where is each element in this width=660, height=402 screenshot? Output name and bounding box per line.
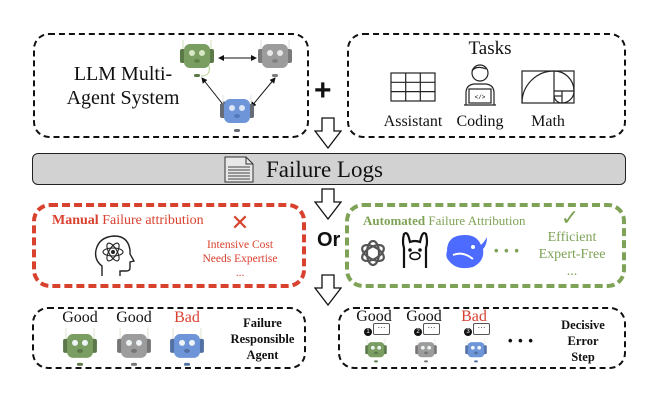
golden-spiral-icon xyxy=(521,70,575,104)
robot-icon xyxy=(462,337,490,364)
agent-verdict-label: Bad xyxy=(174,309,200,326)
message-bubble-icon: ··· xyxy=(473,323,490,335)
manual-cross-mark: ✕ xyxy=(230,210,250,235)
arrow-green-blue xyxy=(201,77,226,108)
agent-verdict-label: Good xyxy=(62,309,98,326)
failure-logs-label: Failure Logs xyxy=(266,157,383,182)
agent-verdict-label: Bad xyxy=(461,308,487,325)
agent-verdict-label: Good xyxy=(116,309,152,326)
automated-check-mark: ✓ xyxy=(560,205,580,230)
robot-icon-gray xyxy=(258,40,292,77)
task-label-math: Math xyxy=(531,113,565,130)
multi-agent-system-box xyxy=(33,33,309,138)
down-arrow-icon xyxy=(314,274,342,306)
automated-attribution-title: Automated Failure Attribution xyxy=(363,213,526,228)
document-icon xyxy=(224,156,254,183)
agent-network xyxy=(180,40,292,132)
robot-icon xyxy=(112,326,156,368)
task-label-assistant: Assistant xyxy=(383,113,443,130)
task-label-coding: Coding xyxy=(456,113,504,130)
automated-ellipsis: • • • xyxy=(494,243,520,258)
tasks-box xyxy=(347,33,626,138)
deepseek-whale-logo-icon xyxy=(446,235,487,269)
robot-icon xyxy=(362,337,390,364)
automated-points: Efficient Expert-Free ... xyxy=(538,230,606,279)
robot-icon xyxy=(58,326,102,368)
agent-verdict-label: Good xyxy=(356,308,392,325)
llama-logo-icon xyxy=(401,232,429,268)
manual-points: Intensive Cost Needs Expertise ... xyxy=(202,239,278,279)
failure-responsible-agent-box xyxy=(32,307,306,369)
or-label: Or xyxy=(317,229,341,251)
step-number-badge: 2 xyxy=(414,328,422,336)
table-grid-icon xyxy=(390,72,436,102)
robot-icon-green xyxy=(180,40,214,77)
decisive-error-step-box xyxy=(338,307,626,369)
message-bubble-icon: ··· xyxy=(373,323,390,335)
svg-text:</>: </> xyxy=(475,94,486,101)
step-number-badge: 3 xyxy=(464,328,472,336)
brain-atom-head-icon xyxy=(94,235,136,276)
openai-logo-icon xyxy=(361,239,385,267)
agent-verdict-label: Good xyxy=(406,308,442,325)
coder-laptop-icon: </> xyxy=(464,64,496,106)
multi-agent-system-title: LLM Multi- Agent System xyxy=(66,63,180,109)
arrow-gray-blue xyxy=(250,77,276,108)
tasks-title: Tasks xyxy=(468,38,512,59)
automated-attribution-box xyxy=(345,203,626,288)
robot-icon xyxy=(412,337,440,364)
message-bubble-icon: ··· xyxy=(423,323,440,335)
down-arrow-icon xyxy=(314,117,342,149)
robot-icon xyxy=(165,326,209,368)
robot-icon-blue xyxy=(220,95,254,132)
manual-attribution-box xyxy=(32,203,306,288)
steps-ellipsis: • • • xyxy=(508,333,534,348)
decisive-error-step-caption: Decisive Error Step xyxy=(561,318,605,364)
step-number-badge: 1 xyxy=(364,328,372,336)
manual-attribution-title: Manual Failure attribution xyxy=(52,213,204,228)
down-arrow-icon xyxy=(314,188,342,220)
failure-logs-bar xyxy=(32,153,626,185)
plus-symbol: + xyxy=(314,74,332,107)
failure-responsible-agent-caption: Failure Responsible Agent xyxy=(230,316,295,362)
